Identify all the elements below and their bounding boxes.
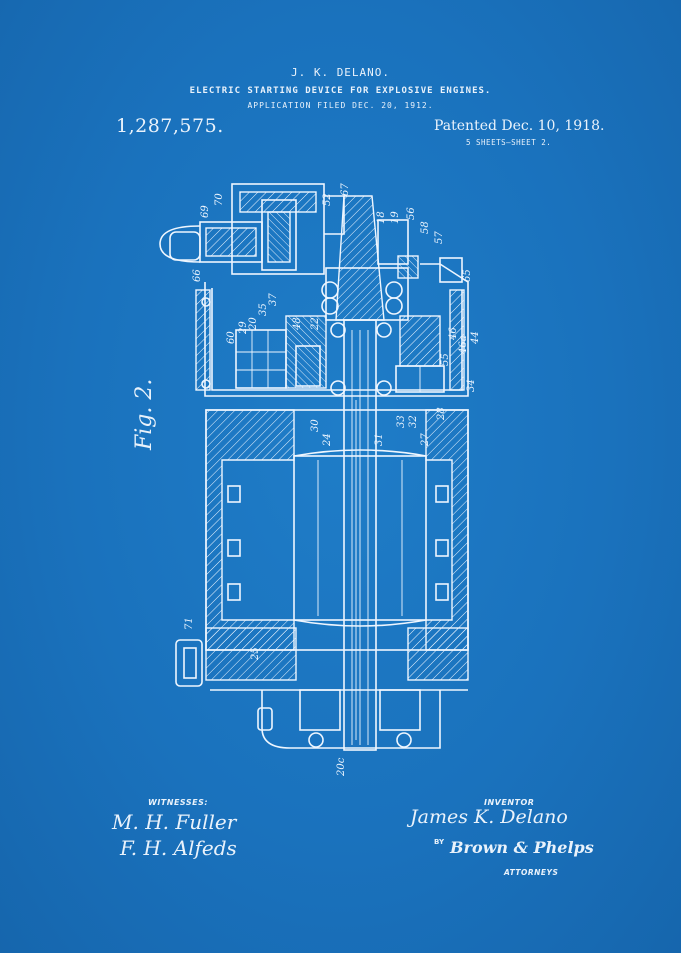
svg-text:22: 22 <box>310 317 321 331</box>
attorneys-label: ATTORNEYS <box>504 868 559 877</box>
svg-text:69: 69 <box>200 205 211 218</box>
svg-text:55: 55 <box>440 353 451 366</box>
inventor-name-header: J. K. DELANO. <box>290 66 391 79</box>
svg-text:57: 57 <box>434 231 445 244</box>
figure-label: Fig. 2. <box>132 378 157 450</box>
svg-text:46: 46 <box>448 327 459 341</box>
svg-text:29: 29 <box>238 321 249 335</box>
upper-interior <box>235 315 445 396</box>
svg-text:44: 44 <box>470 331 481 345</box>
attorney-signature: Brown & Phelps <box>450 838 594 857</box>
witness-signature-1: M. H. Fuller <box>112 810 237 834</box>
svg-text:31: 31 <box>374 433 385 446</box>
svg-text:30: 30 <box>310 419 321 432</box>
svg-text:20c: 20c <box>336 757 347 777</box>
svg-text:56: 56 <box>406 207 417 220</box>
top-gear-housing <box>159 183 345 275</box>
svg-text:67: 67 <box>340 183 351 196</box>
svg-text:52: 52 <box>322 193 333 206</box>
patent-date: Patented Dec. 10, 1918. <box>434 118 605 134</box>
motor-body <box>205 409 469 651</box>
inventor-signature: James K. Delano <box>410 806 568 828</box>
svg-text:28: 28 <box>436 407 447 421</box>
svg-text:71: 71 <box>184 617 195 630</box>
svg-text:18: 18 <box>376 211 387 224</box>
upper-shaft-assembly <box>321 195 419 321</box>
reference-numerals: 69 70 52 67 18 19 56 58 57 66 65 37 35 2… <box>184 183 481 777</box>
svg-text:70: 70 <box>214 193 225 206</box>
application-filed-date: APPLICATION FILED DEC. 20, 1912. <box>247 101 434 110</box>
patent-number: 1,287,575. <box>116 115 224 137</box>
svg-text:33: 33 <box>396 415 407 428</box>
svg-text:46a: 46a <box>458 335 469 355</box>
svg-text:58: 58 <box>420 221 431 234</box>
svg-text:25: 25 <box>250 647 261 661</box>
svg-text:35: 35 <box>258 303 269 316</box>
by-label: BY <box>434 838 445 846</box>
svg-text:65: 65 <box>462 269 473 282</box>
svg-text:24: 24 <box>322 433 333 447</box>
witness-signature-2: F. H. Alfeds <box>120 836 237 860</box>
svg-text:20: 20 <box>248 317 259 331</box>
main-shaft <box>343 319 377 751</box>
sheet-count: 5 SHEETS—SHEET 2. <box>466 138 552 147</box>
svg-text:19: 19 <box>390 211 401 224</box>
upper-casing <box>195 257 469 397</box>
svg-text:37: 37 <box>268 293 279 306</box>
lower-casing <box>175 627 469 749</box>
svg-text:66: 66 <box>192 269 203 282</box>
svg-text:34: 34 <box>466 379 477 392</box>
svg-text:60: 60 <box>226 331 237 344</box>
witnesses-label: WITNESSES: <box>148 798 209 807</box>
svg-text:48: 48 <box>292 317 303 331</box>
patent-title: ELECTRIC STARTING DEVICE FOR EXPLOSIVE E… <box>189 86 492 96</box>
inventor-label: INVENTOR <box>484 798 535 807</box>
svg-text:32: 32 <box>408 415 419 428</box>
svg-text:27: 27 <box>420 433 431 447</box>
